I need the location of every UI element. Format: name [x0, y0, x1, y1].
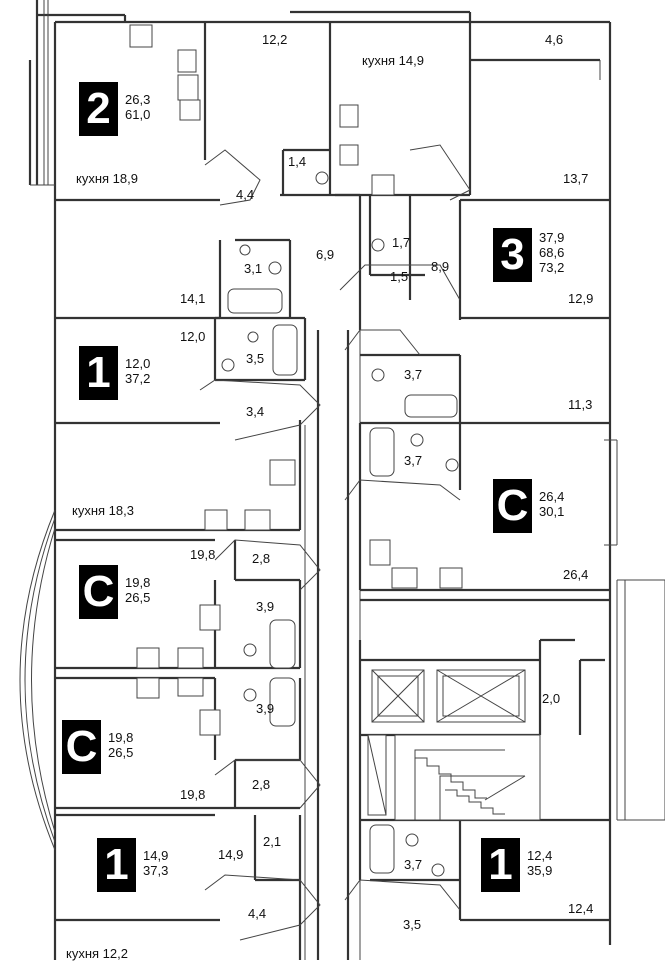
area-total-balcony: 73,2 [539, 260, 565, 275]
area-living: 19,8 [108, 730, 134, 745]
room-area: 3,5 [403, 917, 422, 932]
area-living: 19,8 [125, 575, 151, 590]
room-area: 12,2 [262, 32, 288, 47]
room-area: 2,8 [252, 551, 271, 566]
room-area: кухня 14,9 [362, 53, 424, 68]
room-area: 1,5 [390, 269, 409, 284]
outer-walls [30, 0, 665, 960]
rooms-badge: C [493, 479, 532, 533]
room-area: 3,4 [246, 404, 265, 419]
area-values: 12,4 35,9 [527, 848, 552, 878]
rooms-badge: 1 [481, 838, 520, 892]
room-area: 4,4 [236, 187, 255, 202]
area-values: 26,4 30,1 [539, 489, 564, 519]
rooms-badge: C [62, 720, 101, 774]
room-area: 3,7 [404, 453, 423, 468]
rooms-badge: C [79, 565, 118, 619]
room-area: 3,5 [246, 351, 265, 366]
rooms-badge: 1 [79, 346, 118, 400]
right-dividers [335, 22, 610, 920]
room-area: 19,8 [180, 787, 206, 802]
elevators [372, 670, 525, 722]
room-area: 3,1 [244, 261, 263, 276]
rooms-badge: 1 [97, 838, 136, 892]
room-area: кухня 18,3 [72, 503, 134, 518]
curved-balcony [20, 510, 55, 850]
area-values: 19,8 26,5 [125, 575, 150, 605]
staircase [368, 735, 540, 820]
area-total: 26,5 [125, 590, 151, 605]
room-area: 2,8 [252, 777, 271, 792]
room-area: 2,0 [542, 691, 561, 706]
left-dividers [55, 22, 360, 960]
area-total: 37,3 [143, 863, 169, 878]
area-values: 19,8 26,5 [108, 730, 133, 760]
area-values: 37,9 68,6 73,2 [539, 230, 564, 275]
area-values: 12,0 37,2 [125, 356, 150, 386]
room-area: 3,7 [404, 857, 423, 872]
room-area: 1,7 [392, 235, 411, 250]
room-area: 11,3 [568, 397, 593, 412]
area-living: 26,3 [125, 92, 151, 107]
area-living: 12,0 [125, 356, 151, 371]
area-living: 12,4 [527, 848, 553, 863]
door-openings [200, 145, 470, 940]
area-total: 68,6 [539, 245, 565, 260]
area-values: 14,9 37,3 [143, 848, 168, 878]
room-area: 3,9 [256, 599, 275, 614]
rooms-badge: 2 [79, 82, 118, 136]
room-area: 3,7 [404, 367, 423, 382]
room-area: 3,9 [256, 701, 275, 716]
area-living: 37,9 [539, 230, 565, 245]
room-area: 14,1 [180, 291, 206, 306]
area-total: 30,1 [539, 504, 565, 519]
room-area: 12,0 [180, 329, 206, 344]
toilets [221, 171, 459, 877]
room-area: 12,9 [568, 291, 594, 306]
room-area: 12,4 [568, 901, 594, 916]
room-area: 13,7 [563, 171, 589, 186]
room-area: кухня 18,9 [76, 171, 138, 186]
area-total: 61,0 [125, 107, 151, 122]
area-values: 26,3 61,0 [125, 92, 150, 122]
bathtubs [228, 289, 457, 873]
rooms-badge: 3 [493, 228, 532, 282]
area-total: 35,9 [527, 863, 553, 878]
room-area: 6,9 [316, 247, 335, 262]
area-living: 26,4 [539, 489, 565, 504]
room-area: кухня 12,2 [66, 946, 128, 961]
room-area: 26,4 [563, 567, 589, 582]
room-area: 14,9 [218, 847, 244, 862]
room-area: 19,8 [190, 547, 216, 562]
room-area: 1,4 [288, 154, 307, 169]
kitchen-fixtures [130, 25, 462, 735]
room-area: 4,6 [545, 32, 564, 47]
area-living: 14,9 [143, 848, 169, 863]
room-area: 2,1 [263, 834, 282, 849]
area-total: 26,5 [108, 745, 134, 760]
area-total: 37,2 [125, 371, 151, 386]
room-area: 4,4 [248, 906, 267, 921]
room-area: 8,9 [431, 259, 450, 274]
corridor-walls [305, 330, 360, 960]
